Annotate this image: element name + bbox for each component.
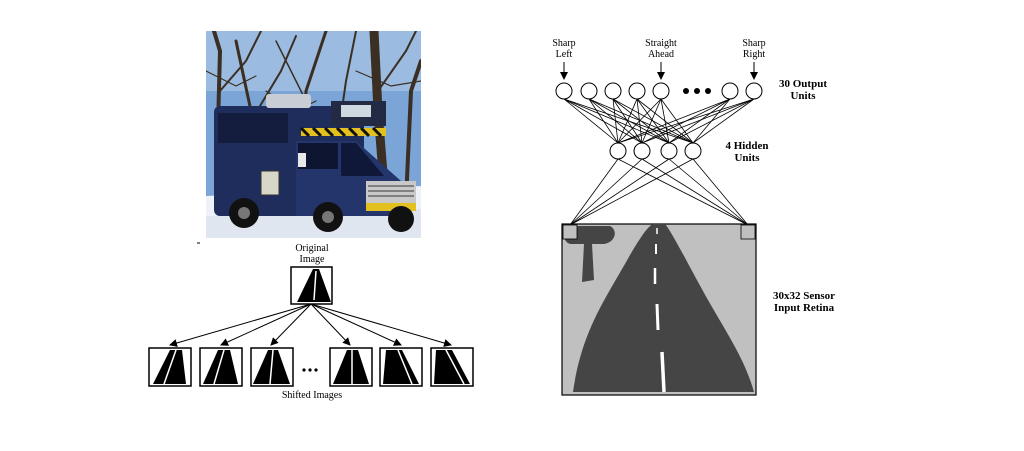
shifted-ellipsis [302,368,318,372]
lane-markings [653,228,666,393]
output-label-arrows [560,62,758,80]
hidden-unit-3 [660,142,678,160]
connection-line [617,98,731,144]
connection-line [569,158,643,226]
connection-line [668,158,749,226]
hidden-units-label: 4 Hidden Units [725,140,769,164]
sensor-retina-label: 30x32 Sensor Input Retina [772,290,836,314]
sensor-retina [561,223,757,396]
connection-line [668,98,731,144]
shifted-image-2 [199,347,243,387]
output-unit-7 [745,82,763,100]
connection-line [660,98,694,144]
connection-line [563,98,643,144]
connection-line [588,98,670,144]
connection-line [569,158,619,226]
shifted-image-5 [379,347,423,387]
straight-ahead-label: Straight Ahead [645,38,677,60]
output-unit-2 [580,82,598,100]
connection-line [692,158,749,226]
connection-line [668,98,755,144]
connection-line [612,98,619,144]
sharp-right-label: Sharp Right [742,38,766,60]
output-unit-5 [652,82,670,100]
connection-line [641,158,749,226]
hidden-retina-connections [569,158,749,226]
hidden-units [609,142,702,160]
connection-line [617,158,749,226]
van [214,94,416,216]
output-unit-6 [721,82,739,100]
output-units [555,82,763,100]
connection-line [617,98,755,144]
connection-line [617,98,662,144]
shifted-image-1 [148,347,192,387]
shifted-image-4 [329,347,373,387]
connection-line [636,98,670,144]
hidden-unit-2 [633,142,651,160]
shift-arrows [169,303,452,347]
hidden-unit-1 [609,142,627,160]
shifted-image-3 [250,347,294,387]
connection-line [563,98,670,144]
shifted-image-6 [430,347,474,387]
connection-line [569,158,694,226]
original-image-thumbnail [290,266,333,305]
output-hidden-connections [563,98,755,144]
shifted-images-label: Shifted Images [281,390,343,401]
connection-line [617,98,638,144]
sharp-left-label: Sharp Left [552,38,576,60]
connection-line [588,98,619,144]
connection-line [641,98,755,144]
output-ellipsis [683,88,711,94]
connection-line [569,158,670,226]
output-unit-3 [604,82,622,100]
hidden-unit-4 [684,142,702,160]
output-unit-4 [628,82,646,100]
original-image-label: Original Image [295,243,329,265]
output-unit-1 [555,82,573,100]
connection-line [692,98,755,144]
connection-line [641,98,662,144]
output-units-label: 30 Output Units [779,78,827,102]
connection-line [660,98,670,144]
connection-line [563,98,619,144]
vehicle-photo [206,31,421,238]
